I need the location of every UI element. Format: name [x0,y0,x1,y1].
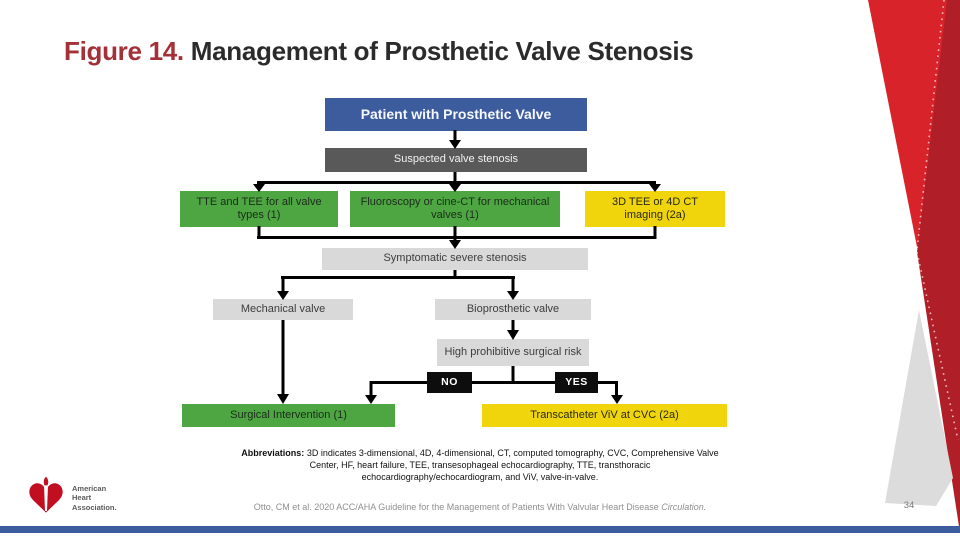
ribbon-graphic [863,0,960,533]
node-bioprosthetic-valve: Bioprosthetic valve [435,299,591,320]
node-label: Suspected valve stenosis [393,153,519,166]
abbreviations-line-1: Abbreviations: 3D indicates 3-dimensiona… [241,448,719,458]
page-title: Figure 14. Management of Prosthetic Valv… [64,36,694,67]
figure-number-label: Figure 14. [64,36,184,66]
citation-journal: Circulation. [661,502,707,512]
node-3d-tee-4d-ct: 3D TEE or 4D CT imaging (2a) [585,191,725,227]
node-suspected-valve-stenosis: Suspected valve stenosis [325,148,587,172]
node-label: TTE and TEE for all valve types (1) [196,195,322,221]
node-mechanical-valve: Mechanical valve [213,299,353,320]
abbreviations-line-2: Center, HF, heart failure, TEE, transeso… [309,460,651,471]
node-label: Fluoroscopy or cine-CT for mechanical va… [360,195,550,221]
node-label: High prohibitive surgical risk [444,345,582,358]
abbreviations-note: Abbreviations: 3D indicates 3-dimensiona… [160,447,800,483]
citation: Otto, CM et al. 2020 ACC/AHA Guideline f… [160,502,800,512]
citation-text: Otto, CM et al. 2020 ACC/AHA Guideline f… [253,502,659,512]
node-tte-tee: TTE and TEE for all valve types (1) [180,191,338,227]
aha-logo: American Heart Association. [26,472,117,518]
node-yes: YES [555,372,598,393]
node-surgical-intervention: Surgical Intervention (1) [182,404,395,427]
node-transcatheter-viv: Transcatheter ViV at CVC (2a) [482,404,727,427]
node-patient-with-prosthetic-valve: Patient with Prosthetic Valve [325,98,587,131]
node-label: Mechanical valve [240,302,326,315]
bottom-accent-bar [0,526,960,533]
node-label: Transcatheter ViV at CVC (2a) [530,408,679,421]
abbreviations-label: Abbreviations: [241,448,305,458]
node-label: Symptomatic severe stenosis [383,252,527,265]
node-label: Patient with Prosthetic Valve [360,106,552,123]
node-fluoroscopy-cine-ct: Fluoroscopy or cine-CT for mechanical va… [350,191,560,227]
node-no: NO [427,372,472,393]
node-symptomatic-severe-stenosis: Symptomatic severe stenosis [322,248,588,270]
figure-title-text: Management of Prosthetic Valve Stenosis [190,36,694,66]
node-label: YES [565,376,588,389]
node-label: 3D TEE or 4D CT imaging (2a) [612,195,698,221]
page-number: 34 [903,500,915,511]
abbreviations-line-3: echocardiography/echocardiogram, and ViV… [361,472,599,483]
node-label: Bioprosthetic valve [466,302,560,315]
node-high-prohibitive-surgical-risk: High prohibitive surgical risk [437,339,589,366]
aha-logo-text: American Heart Association. [72,484,117,512]
heart-torch-icon [29,476,63,513]
node-label: Surgical Intervention (1) [230,408,347,421]
node-label: NO [441,376,458,389]
